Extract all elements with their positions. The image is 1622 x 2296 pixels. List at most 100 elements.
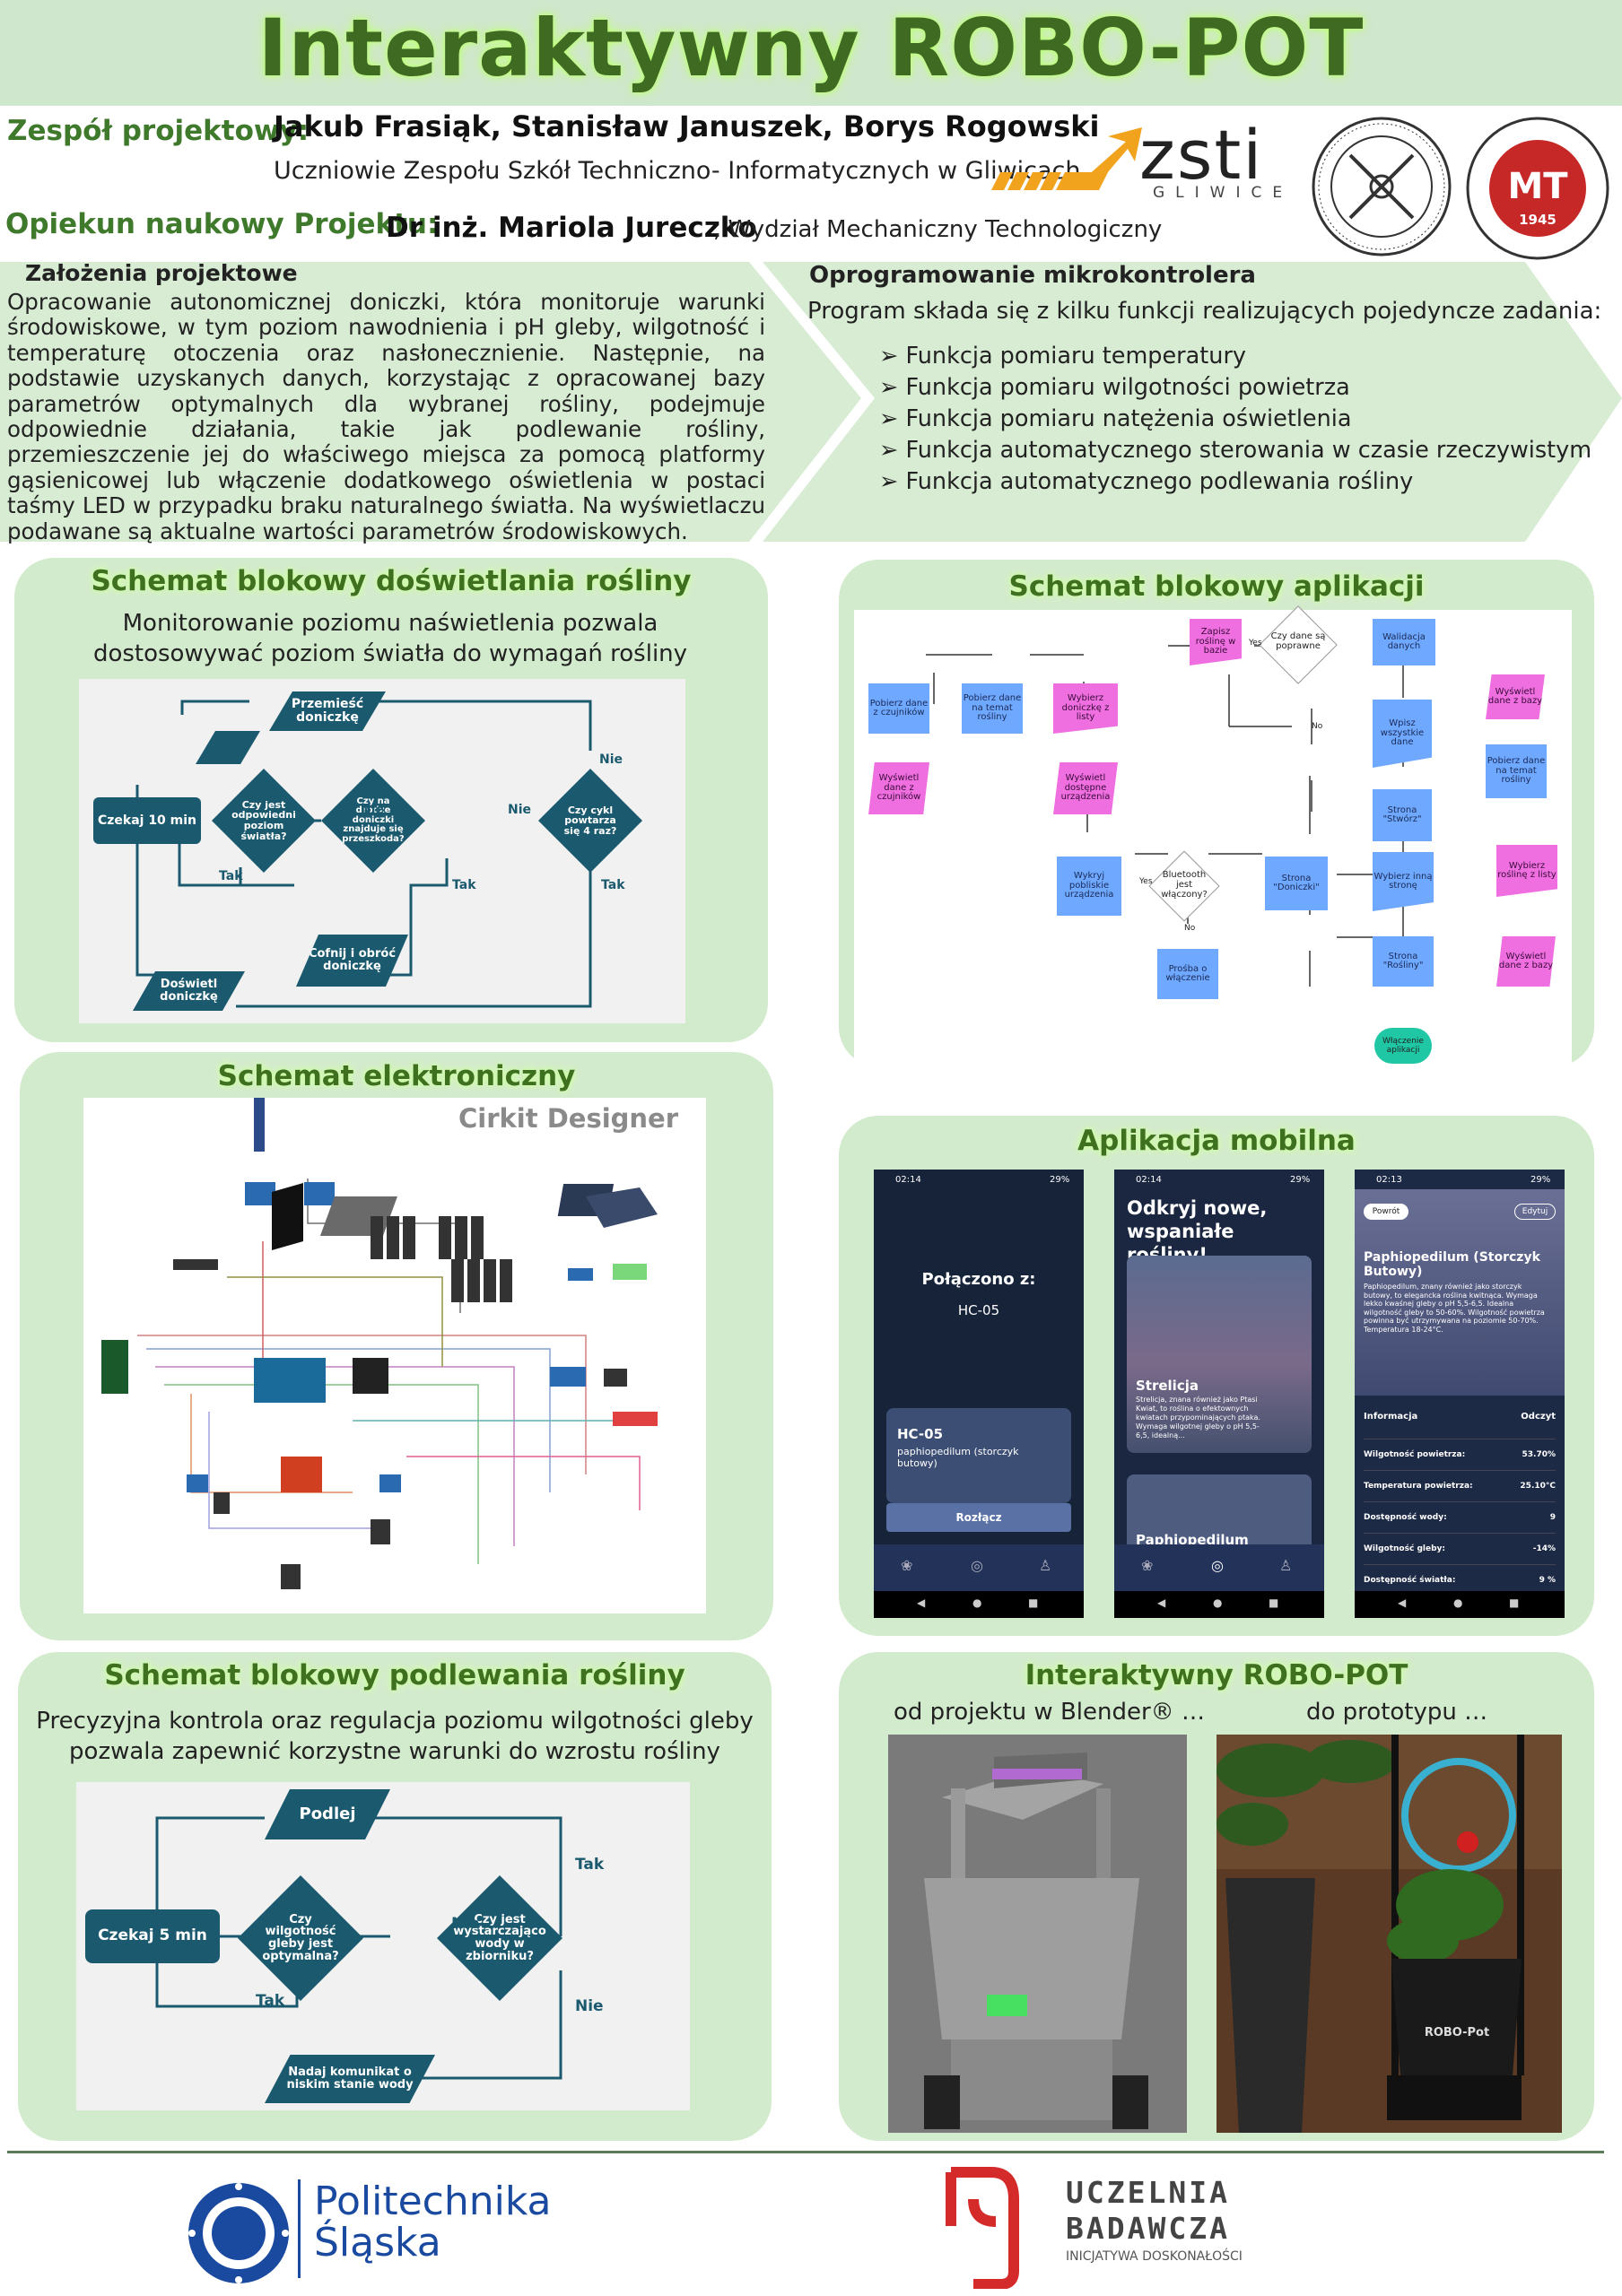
- recents-icon[interactable]: ■: [1509, 1596, 1520, 1609]
- recents-icon[interactable]: ■: [1269, 1596, 1279, 1609]
- lighting-wait-node: Czekaj 10 min: [93, 797, 201, 844]
- top-section-background: [0, 262, 1622, 542]
- table-row: Wilgotność powietrza:53.70%: [1364, 1439, 1556, 1470]
- ub-logo-tagline: INICJATYWA DOSKONAŁOŚCI: [1066, 2249, 1243, 2264]
- back-icon[interactable]: ◀: [1398, 1596, 1407, 1609]
- prototype-right-caption: do prototypu …: [1306, 1699, 1488, 1726]
- flow-label: Nie: [508, 803, 532, 817]
- firmware-item: ➢ Funkcja automatycznego podlewania rośl…: [879, 468, 1414, 495]
- bottom-nav: ❀ ◎ ♙: [874, 1544, 1084, 1591]
- footer-divider: [7, 2151, 1604, 2153]
- app-node-create: Strona "Stwórz": [1373, 789, 1432, 841]
- plant-hero-image: [1355, 1189, 1565, 1396]
- back-icon[interactable]: ◀: [917, 1596, 926, 1609]
- app-node-plants-page: Strona "Rośliny": [1373, 936, 1434, 987]
- disconnect-button[interactable]: Rozłącz: [886, 1503, 1071, 1532]
- app-node-choose-plant: Wybierz roślinę z listy: [1496, 845, 1557, 897]
- device-card-title: HC-05: [897, 1426, 944, 1442]
- mt-faculty-badge: MT 1945: [1466, 117, 1609, 260]
- device-card-subtitle: paphiopedilum (storczyk butowy): [897, 1446, 1019, 1469]
- readings-table: Wilgotność powietrza:53.70% Temperatura …: [1364, 1439, 1556, 1596]
- plant-detail-text: Paphiopedilum, znany również jako storcz…: [1364, 1283, 1545, 1334]
- col-header: Odczyt: [1521, 1412, 1556, 1422]
- col-header: Informacja: [1364, 1412, 1418, 1422]
- watering-flowchart: Podlej Czekaj 5 min Czy wilgotność gleby…: [76, 1782, 690, 2110]
- status-time: 02:14: [895, 1175, 921, 1185]
- system-nav-bar: ◀ ● ■: [1355, 1591, 1565, 1618]
- user-icon[interactable]: ♙: [1279, 1557, 1293, 1574]
- phone-plant-details-screen: 02:13 29% Powrót Edytuj Paphiopedilum (S…: [1355, 1170, 1565, 1618]
- phone-connection-screen: 02:14 29% Połączono z: HC-05 HC-05 paphi…: [874, 1170, 1084, 1618]
- tutor-label: Opiekun naukowy Projektu:: [5, 208, 439, 240]
- app-flow-label: Yes: [1139, 877, 1153, 886]
- home-icon[interactable]: ●: [1453, 1596, 1463, 1609]
- plant-card-paphiopedilum[interactable]: Paphiopedilum: [1127, 1474, 1312, 1544]
- watering-wait-node: Czekaj 5 min: [85, 1909, 220, 1963]
- firmware-intro: Program składa się z kilku funkcji reali…: [807, 298, 1602, 325]
- flow-label: Tak: [452, 878, 476, 892]
- flow-label: Nie: [361, 803, 385, 817]
- flow-label: Tak: [219, 869, 243, 883]
- team-names: Jakub Frasiąk, Stanisław Januszek, Borys…: [274, 109, 1100, 144]
- app-node-get-plant2: Pobierz dane na temat rośliny: [1486, 744, 1547, 798]
- compass-icon[interactable]: ◎: [971, 1557, 983, 1574]
- recents-icon[interactable]: ■: [1028, 1596, 1039, 1609]
- electronics-schematic: Cirkit Designer: [83, 1098, 706, 1613]
- plant-icon[interactable]: ❀: [901, 1557, 913, 1574]
- edit-button[interactable]: Edytuj: [1514, 1204, 1556, 1220]
- app-node-get-plant: Pobierz dane na temat rośliny: [962, 683, 1023, 734]
- assumptions-body: Opracowanie autonomicznej doniczki, któr…: [7, 289, 765, 544]
- app-flow-heading: Schemat blokowy aplikacji: [1008, 570, 1425, 603]
- back-icon[interactable]: ◀: [1157, 1596, 1166, 1609]
- app-node-enter-data: Wpisz wszystkie dane: [1373, 700, 1432, 768]
- phone-discover-screen: 02:14 29% Odkryj nowe, wspaniałe rośliny…: [1114, 1170, 1324, 1618]
- app-node-show-devices: Wyświetl dostępne urządzenia: [1053, 762, 1118, 814]
- system-nav-bar: ◀ ● ■: [874, 1591, 1084, 1618]
- app-node-pots-page: Strona "Doniczki": [1265, 857, 1328, 910]
- zsti-logo-text: zsti: [1139, 115, 1264, 195]
- badge-year: 1945: [1519, 212, 1557, 228]
- compass-icon[interactable]: ◎: [1211, 1557, 1224, 1574]
- firmware-item: ➢ Funkcja pomiaru natężenia oświetlenia: [879, 405, 1352, 432]
- app-node-validate: Walidacja danych: [1373, 619, 1435, 665]
- home-icon[interactable]: ●: [972, 1596, 982, 1609]
- badge-mt: MT: [1507, 166, 1568, 207]
- firmware-heading: Oprogramowanie mikrokontrolera: [809, 262, 1256, 289]
- system-nav-bar: ◀ ● ■: [1114, 1591, 1324, 1618]
- connected-device: HC-05: [957, 1302, 1000, 1318]
- plant-icon[interactable]: ❀: [1141, 1557, 1154, 1574]
- flow-label: Tak: [575, 1856, 605, 1874]
- plant-detail-title: Paphiopedilum (Storczyk Butowy): [1364, 1250, 1540, 1279]
- ub-logo-text: UCZELNIA BADAWCZA: [1066, 2175, 1230, 2247]
- status-battery: 29%: [1290, 1175, 1311, 1185]
- app-node-enable-bt: Prośba o włączenie: [1157, 949, 1218, 999]
- prototype-heading: Interaktywny ROBO-POT: [1025, 1659, 1408, 1692]
- team-label: Zespół projektowy:: [7, 115, 310, 147]
- flow-label: Nie: [575, 1997, 604, 2015]
- plant-card-text: Strelicja, znana również jako Ptasi Kwia…: [1136, 1396, 1260, 1439]
- lighting-illuminate-node: Doświetl doniczkę: [133, 971, 245, 1011]
- cirkit-watermark: Cirkit Designer: [458, 1103, 679, 1134]
- back-button[interactable]: Powrót: [1364, 1204, 1408, 1220]
- app-node-show-sensors: Wyświetl dane z czujników: [868, 762, 929, 814]
- home-icon[interactable]: ●: [1213, 1596, 1223, 1609]
- bottom-nav: ❀ ◎ ♙: [1114, 1544, 1324, 1591]
- firmware-list: ➢ Funkcja pomiaru temperatury ➢ Funkcja …: [879, 341, 1591, 498]
- assumptions-heading: Założenia projektowe: [25, 260, 298, 286]
- ub-line-1: UCZELNIA: [1066, 2175, 1230, 2210]
- faculty-seal-logo: [1312, 117, 1452, 257]
- watering-heading: Schemat blokowy podlewania rośliny: [104, 1659, 685, 1692]
- app-node-show-db1: Wyświetl dane z bazy: [1486, 674, 1545, 719]
- app-flow-label: No: [1184, 924, 1196, 933]
- device-card[interactable]: HC-05 paphiopedilum (storczyk butowy): [886, 1408, 1071, 1503]
- lighting-flowchart: Przemieść doniczkę Czekaj 10 min Czy jes…: [79, 679, 685, 1023]
- lighting-heading: Schemat blokowy doświetlania rośliny: [91, 565, 692, 597]
- plant-card-strelicja[interactable]: Strelicja Strelicja, znana również jako …: [1127, 1256, 1312, 1453]
- user-icon[interactable]: ♙: [1039, 1557, 1052, 1574]
- polsl-logo-divider: [298, 2179, 301, 2278]
- flow-label: Nie: [451, 1915, 480, 1933]
- lighting-move-shape: [196, 731, 260, 764]
- blender-render-image: [888, 1735, 1187, 2133]
- lighting-description: Monitorowanie poziomu naświetlenia pozwa…: [92, 610, 688, 667]
- ub-line-2: BADAWCZA: [1066, 2211, 1230, 2246]
